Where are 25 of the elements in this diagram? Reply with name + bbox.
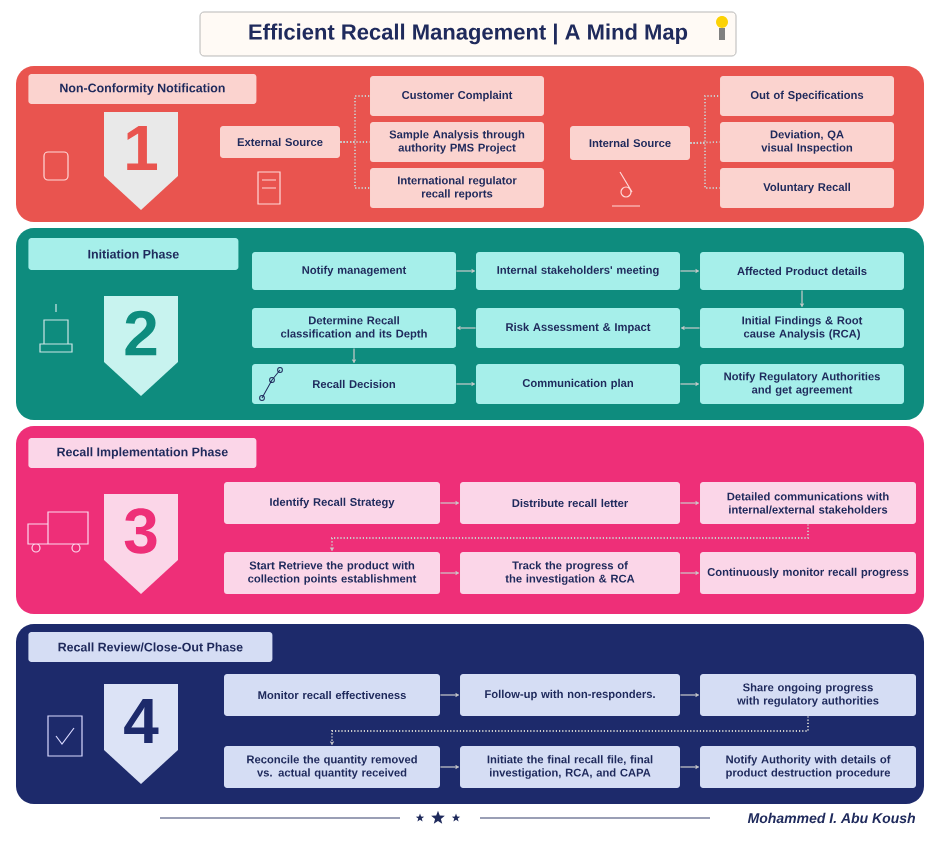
connector (679, 382, 700, 386)
connector (679, 765, 700, 769)
number-badge: 3 (104, 494, 178, 594)
number-badge: 4 (104, 684, 178, 784)
connector (330, 523, 809, 552)
connector (455, 269, 476, 273)
connector (352, 347, 356, 364)
title-box: Efficient Recall Management | A Mind Map (199, 11, 737, 57)
connector (680, 326, 701, 330)
connector (679, 269, 700, 273)
connector (455, 382, 476, 386)
connector (800, 289, 804, 308)
connector (679, 693, 700, 697)
connector (679, 501, 700, 505)
number-badge: 1 (104, 112, 178, 210)
connector (330, 715, 809, 746)
connector (439, 501, 460, 505)
connector (456, 326, 477, 330)
connector (439, 765, 460, 769)
connector (439, 693, 460, 697)
connector (689, 142, 721, 189)
connector (339, 141, 371, 189)
connector (439, 571, 460, 575)
connector (679, 571, 700, 575)
number-badge: 2 (104, 296, 178, 396)
